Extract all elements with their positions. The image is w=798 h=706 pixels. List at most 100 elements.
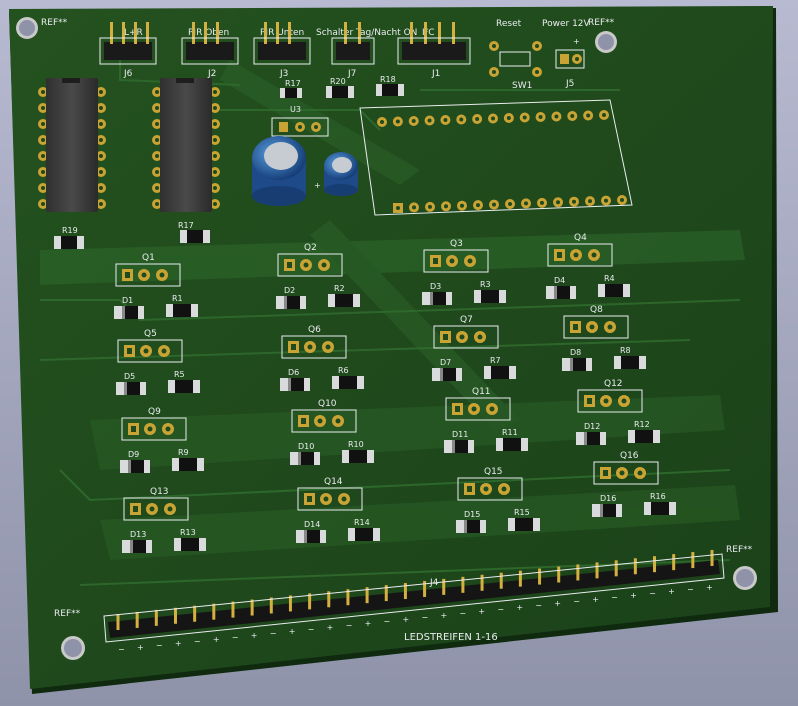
diode-cathode-band [570, 358, 573, 371]
transistor-pad-hole [621, 398, 627, 404]
polarity-mark: − [384, 617, 391, 626]
ref-j4: J4 [429, 578, 439, 588]
polarity-mark: − [232, 633, 239, 642]
ref-r6: R6 [338, 366, 349, 375]
dip-ic-right [152, 78, 220, 212]
j1-label: I²C [422, 28, 435, 38]
transistor-pad-hole [467, 486, 472, 492]
polarity-mark: + [516, 603, 523, 612]
dip-pad-hole [155, 138, 159, 142]
diode-cathode-band [600, 504, 603, 517]
header-j7 [331, 22, 375, 65]
ref-j7: J7 [347, 69, 356, 79]
ref-d5: D5 [124, 372, 135, 381]
j4-pin [518, 570, 522, 587]
dip-pad-hole [213, 154, 217, 158]
diode-center [452, 440, 468, 453]
ref-r17-top: R17 [285, 79, 301, 88]
transistor-pad-hole [317, 418, 323, 424]
module-pad-hole [427, 118, 432, 123]
module-pad-hole [396, 206, 400, 210]
dip-pad-hole [99, 122, 103, 126]
polarity-mark: − [459, 609, 466, 618]
j4-pin [384, 585, 388, 602]
resistor-center [491, 366, 509, 379]
j4-pin [538, 568, 542, 585]
capacitor-large [252, 136, 306, 206]
ref-q6: Q6 [308, 325, 321, 335]
transistor-pad-hole [143, 348, 149, 354]
ref-r5: R5 [174, 370, 185, 379]
dip-pad-hole [155, 90, 159, 94]
polarity-mark: − [573, 597, 580, 606]
ref-r18: R18 [380, 75, 396, 84]
transistor-pad-hole [455, 406, 460, 412]
polarity-mark: − [308, 625, 315, 634]
ref-d1: D1 [122, 296, 133, 305]
module-pad-hole [524, 201, 528, 206]
module-pad-hole [604, 198, 608, 203]
j4-pin [672, 554, 676, 571]
ref-r16: R16 [650, 492, 666, 501]
ref-r11: R11 [502, 428, 518, 437]
transistor-outline [117, 339, 183, 363]
diode-cathode-band [584, 432, 587, 445]
ref-q5: Q5 [144, 329, 157, 339]
regulator-u3 [271, 117, 329, 137]
ref-j6: J6 [123, 69, 133, 79]
led-strip-connector-j4 [103, 550, 725, 643]
diode-center [298, 452, 314, 465]
ref-u3: U3 [290, 105, 301, 114]
polarity-mark: − [156, 641, 163, 650]
resistor-center [503, 438, 521, 451]
polarity-mark: − [611, 593, 618, 602]
j4-pin [346, 589, 350, 606]
module-pad-hole [556, 200, 560, 205]
ref-label-bottom-left: REF** [54, 609, 81, 619]
ref-q8: Q8 [590, 305, 603, 315]
diode-center [570, 358, 586, 371]
j4-pin [691, 552, 695, 569]
ref-label-top-left: REF** [41, 18, 68, 28]
transistor-outline [297, 487, 363, 511]
module-pad-hole [476, 203, 480, 208]
dip-pad-hole [155, 122, 159, 126]
transistor-pad-hole [307, 344, 313, 350]
polarity-mark: + [137, 643, 144, 652]
ref-q7: Q7 [460, 315, 473, 325]
resistor-center [349, 450, 367, 463]
ref-d6: D6 [288, 368, 299, 377]
dip-pad-hole [41, 170, 45, 174]
j4-pin [116, 614, 120, 630]
j4-pin [308, 593, 312, 610]
resistor-center [651, 502, 669, 515]
ref-r4: R4 [604, 274, 615, 283]
transistor-outline [563, 315, 629, 339]
resistor-center [605, 284, 623, 297]
polarity-mark: − [649, 589, 656, 598]
transistor-pad-hole [589, 324, 595, 330]
resistor-center [181, 538, 199, 551]
ref-q16: Q16 [620, 451, 639, 461]
transistor-pad-hole [477, 334, 483, 340]
ref-d7: D7 [440, 358, 451, 367]
ref-r19: R19 [62, 226, 78, 235]
diode-center [130, 540, 146, 553]
polarity-mark: + [365, 619, 372, 628]
ref-d15: D15 [464, 510, 480, 519]
diode-center [122, 306, 138, 319]
j4-pin [327, 591, 331, 608]
ref-d16: D16 [600, 494, 616, 503]
ref-q4: Q4 [574, 233, 587, 243]
dip-pad-hole [213, 170, 217, 174]
j4-pin [154, 609, 158, 626]
power-label: Power 12V [542, 19, 591, 29]
top-pin-headers [99, 22, 471, 65]
j4-pin [595, 562, 599, 579]
power-plus: + [573, 37, 580, 46]
polarity-mark: + [289, 627, 296, 636]
